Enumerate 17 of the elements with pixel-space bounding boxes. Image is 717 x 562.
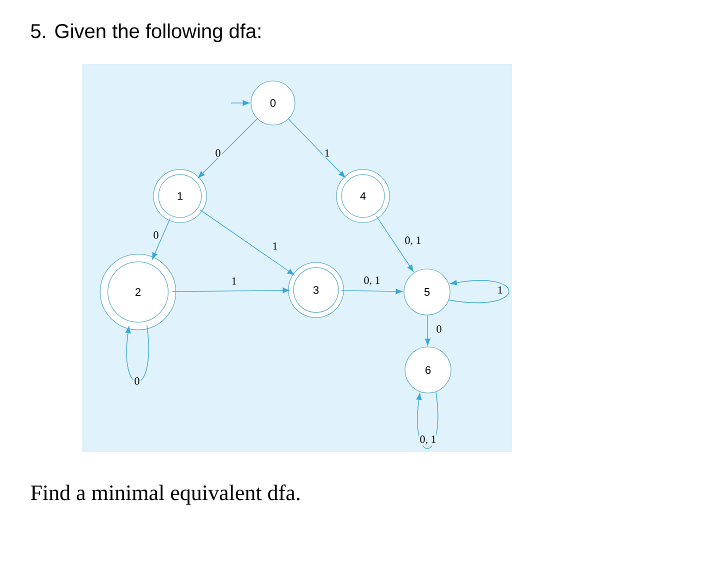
arrow — [424, 314, 430, 346]
arrow — [448, 280, 510, 303]
caption: Find a minimal equivalent dfa. — [30, 484, 300, 505]
arrow — [198, 118, 258, 178]
edge-label: 0, 1 — [362, 276, 382, 286]
edge-label: 0, 1 — [404, 236, 422, 246]
title: 5. Given the following dfa: — [31, 24, 260, 42]
arrow — [230, 100, 250, 106]
edge-label: 0, 1 — [418, 434, 438, 446]
arrow — [416, 392, 438, 449]
arrow — [376, 216, 414, 272]
arrow — [125, 324, 149, 382]
arrow — [288, 118, 346, 178]
arrow — [152, 218, 171, 260]
arrow — [172, 288, 290, 294]
arrow — [340, 288, 403, 294]
arrow — [200, 209, 294, 276]
